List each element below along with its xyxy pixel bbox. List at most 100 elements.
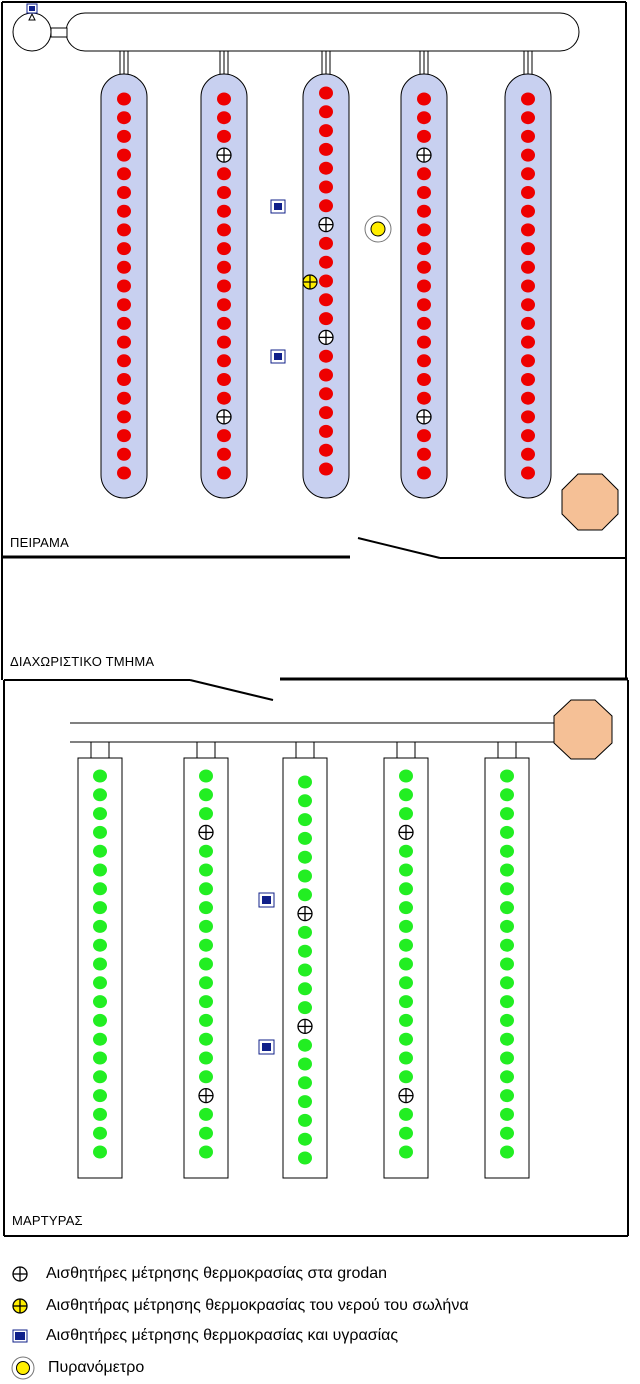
control-gutters: [77, 741, 530, 1179]
legend-label: Αισθητήρες μέτρησης θερμοκρασίας στα gro…: [46, 1265, 388, 1282]
plant: [217, 186, 231, 199]
plant: [199, 919, 213, 933]
plant: [500, 1145, 514, 1159]
plant: [399, 995, 413, 1009]
plant: [521, 316, 535, 330]
plant: [417, 391, 431, 405]
plant: [93, 1013, 107, 1027]
plant: [93, 825, 107, 839]
plant: [217, 223, 231, 237]
plant: [417, 466, 431, 480]
plant: [521, 410, 535, 424]
plant: [217, 466, 231, 480]
plant: [417, 279, 431, 293]
plant: [417, 354, 431, 368]
plant: [500, 1089, 514, 1103]
plant: [298, 1057, 312, 1071]
legend-label: Αισθητήρας μέτρησης θερμοκρασίας του νερ…: [46, 1297, 469, 1314]
plant: [199, 957, 213, 971]
plant: [298, 1038, 312, 1052]
plant: [298, 1076, 312, 1090]
experiment-row-2: [200, 50, 248, 499]
plant: [199, 1107, 213, 1121]
plant: [417, 447, 431, 461]
plant: [298, 775, 312, 789]
grodan-temperature-sensor-icon: [297, 905, 313, 922]
control-humidity-sensor-2: [258, 1039, 275, 1055]
plant: [500, 1126, 514, 1140]
plant: [93, 882, 107, 896]
plant: [500, 976, 514, 990]
plant: [199, 995, 213, 1009]
plant: [399, 863, 413, 877]
plant: [93, 788, 107, 802]
control-row-3: [282, 741, 328, 1179]
plant: [500, 863, 514, 877]
plant: [298, 794, 312, 808]
plant: [217, 260, 231, 274]
plant: [319, 443, 333, 457]
plant: [298, 1151, 312, 1165]
gutter-connector: [90, 741, 110, 759]
plant: [93, 901, 107, 915]
plant: [298, 1001, 312, 1015]
plant: [117, 92, 131, 106]
plant: [521, 279, 535, 293]
plant: [399, 1032, 413, 1046]
plant: [500, 901, 514, 915]
plant: [93, 1089, 107, 1103]
plant: [93, 1051, 107, 1065]
plant: [500, 1032, 514, 1046]
temperature-humidity-sensor-icon: [12, 1329, 28, 1343]
plant: [319, 462, 333, 476]
plant: [93, 1126, 107, 1140]
plant: [199, 844, 213, 858]
plant: [417, 129, 431, 143]
control-row-2: [183, 741, 229, 1179]
plant: [199, 1051, 213, 1065]
plant: [521, 242, 535, 256]
plant: [93, 1032, 107, 1046]
grodan-temperature-sensor-icon: [318, 329, 334, 346]
grodan-temperature-sensor-icon: [416, 409, 432, 425]
plant: [417, 186, 431, 199]
plant: [319, 387, 333, 401]
plant: [319, 293, 333, 307]
plant: [319, 349, 333, 363]
plant: [217, 167, 231, 181]
experiment-humidity-sensor-1: [270, 199, 286, 214]
grodan-temperature-sensor-icon: [416, 147, 432, 163]
grodan-temperature-sensor-icon: [216, 147, 232, 163]
plant: [199, 901, 213, 915]
plant: [217, 298, 231, 312]
plant: [298, 925, 312, 939]
plant: [93, 919, 107, 933]
plant: [117, 129, 131, 143]
plant: [521, 92, 535, 106]
legend-item-pyranometer: Πυρανόμετρο: [10, 1356, 144, 1380]
plant: [500, 919, 514, 933]
plant: [500, 1070, 514, 1084]
plant: [399, 938, 413, 952]
plant: [298, 888, 312, 902]
plant: [399, 788, 413, 802]
plant: [117, 204, 131, 218]
plant: [199, 882, 213, 896]
plant: [399, 1126, 413, 1140]
legend-label: Πυρανόμετρο: [48, 1359, 145, 1376]
plant: [521, 260, 535, 274]
legend-item-grodan-sensor: Αισθητήρες μέτρησης θερμοκρασίας στα gro…: [10, 1262, 387, 1286]
plant: [117, 111, 131, 125]
plant: [417, 335, 431, 349]
grodan-temperature-sensor-icon: [198, 1087, 214, 1104]
separator-compartment: [1, 558, 627, 680]
control-section-label: ΜΑΡΤΥΡΑΣ: [12, 1213, 83, 1228]
separator-door: [189, 679, 274, 701]
legend-item-humidity-sensor: Αισθητήρες μέτρησης θερμοκρασίας και υγρ…: [10, 1324, 398, 1348]
plant: [500, 1051, 514, 1065]
plant: [399, 1145, 413, 1159]
plant: [117, 410, 131, 424]
plant: [521, 354, 535, 368]
control-row-1: [77, 741, 123, 1179]
grodan-temperature-sensor-icon: [198, 824, 214, 841]
